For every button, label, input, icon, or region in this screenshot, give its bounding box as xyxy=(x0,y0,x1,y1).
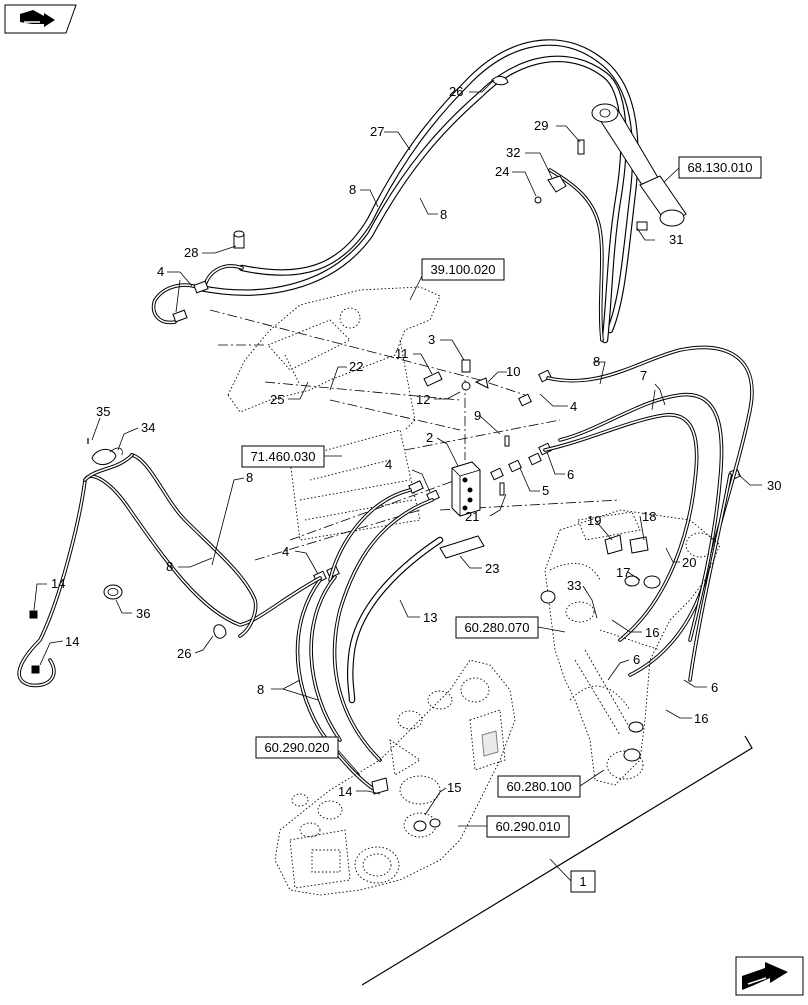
callout-16: 16 xyxy=(694,711,708,726)
callout-17: 17 xyxy=(616,565,630,580)
callout-23: 23 xyxy=(485,561,499,576)
ref-label-60-280-100: 60.280.100 xyxy=(506,779,571,794)
callout-leaders xyxy=(33,79,762,816)
callout-26: 26 xyxy=(449,84,463,99)
bracket-assembly xyxy=(227,286,441,541)
callout-numbers: 26 27 29 32 24 8 8 31 28 4 3 11 22 10 25… xyxy=(51,84,781,799)
callout-4: 4 xyxy=(282,544,289,559)
ref-label-1: 1 xyxy=(579,874,586,889)
hydraulic-cylinder xyxy=(591,103,687,227)
callout-8: 8 xyxy=(166,559,173,574)
back-arrow-icon[interactable] xyxy=(4,4,77,34)
ref-box-71-460-030[interactable]: 71.460.030 xyxy=(241,445,342,468)
callout-5: 5 xyxy=(542,483,549,498)
ref-box-68-130-010[interactable]: 68.130.010 xyxy=(663,156,762,183)
ref-label-39-100-020: 39.100.020 xyxy=(430,262,495,277)
callout-4: 4 xyxy=(157,264,164,279)
callout-26: 26 xyxy=(177,646,191,661)
callout-6: 6 xyxy=(567,467,574,482)
callout-14: 14 xyxy=(338,784,352,799)
ref-label-68-130-010: 68.130.010 xyxy=(687,160,752,175)
ref-label-60-290-020: 60.290.020 xyxy=(264,740,329,755)
callout-11: 11 xyxy=(395,346,409,361)
right-drive-assembly xyxy=(540,509,721,786)
callout-24: 24 xyxy=(495,164,509,179)
callout-6: 6 xyxy=(711,680,718,695)
callout-8: 8 xyxy=(593,354,600,369)
hose-clips xyxy=(29,438,227,674)
left-hose-bundle xyxy=(17,453,444,792)
ref-box-60-290-020[interactable]: 60.290.020 xyxy=(255,736,361,776)
callout-13: 13 xyxy=(423,610,437,625)
callout-8: 8 xyxy=(257,682,264,697)
callout-21: 21 xyxy=(465,509,479,524)
callout-8: 8 xyxy=(349,182,356,197)
forward-arrow-icon[interactable] xyxy=(735,956,804,996)
fitting-parts-top xyxy=(172,75,648,323)
callout-29: 29 xyxy=(534,118,548,133)
callout-14: 14 xyxy=(65,634,79,649)
callout-31: 31 xyxy=(669,232,683,247)
callout-19: 19 xyxy=(587,513,601,528)
ref-box-60-280-100[interactable]: 60.280.100 xyxy=(497,769,605,798)
callout-4: 4 xyxy=(570,399,577,414)
callout-2: 2 xyxy=(426,430,433,445)
callout-25: 25 xyxy=(270,392,284,407)
ref-label-71-460-030: 71.460.030 xyxy=(250,449,315,464)
callout-9: 9 xyxy=(474,408,481,423)
manifold-block xyxy=(451,461,481,517)
callout-28: 28 xyxy=(184,245,198,260)
callout-7: 7 xyxy=(640,368,647,383)
callout-33: 33 xyxy=(567,578,581,593)
centre-lines xyxy=(209,309,621,561)
upper-hose-bundle xyxy=(151,39,639,344)
callout-15: 15 xyxy=(447,780,461,795)
callout-4: 4 xyxy=(385,457,392,472)
callout-22: 22 xyxy=(349,359,363,374)
callout-30: 30 xyxy=(767,478,781,493)
callout-35: 35 xyxy=(96,404,110,419)
callout-27: 27 xyxy=(370,124,384,139)
callout-14: 14 xyxy=(51,576,65,591)
ref-label-60-290-010: 60.290.010 xyxy=(495,819,560,834)
ref-box-60-290-010[interactable]: 60.290.010 xyxy=(458,815,570,838)
fittings-cluster xyxy=(313,359,741,584)
right-hose-bundle xyxy=(543,345,754,682)
callout-36: 36 xyxy=(136,606,150,621)
ref-box-1[interactable]: 1 xyxy=(549,858,596,893)
callout-8: 8 xyxy=(246,470,253,485)
ref-label-60-280-070: 60.280.070 xyxy=(464,620,529,635)
callout-3: 3 xyxy=(428,332,435,347)
assembly-bracket-line xyxy=(361,735,753,986)
ref-box-39-100-020[interactable]: 39.100.020 xyxy=(409,258,505,301)
callout-32: 32 xyxy=(506,145,520,160)
ref-box-60-280-070[interactable]: 60.280.070 xyxy=(455,616,566,639)
callout-6: 6 xyxy=(633,652,640,667)
callout-34: 34 xyxy=(141,420,155,435)
lower-gearbox-assembly xyxy=(274,659,516,896)
callout-10: 10 xyxy=(506,364,520,379)
callout-12: 12 xyxy=(416,392,430,407)
callout-8: 8 xyxy=(440,207,447,222)
callout-16: 16 xyxy=(645,625,659,640)
callout-18: 18 xyxy=(642,509,656,524)
callout-20: 20 xyxy=(682,555,696,570)
